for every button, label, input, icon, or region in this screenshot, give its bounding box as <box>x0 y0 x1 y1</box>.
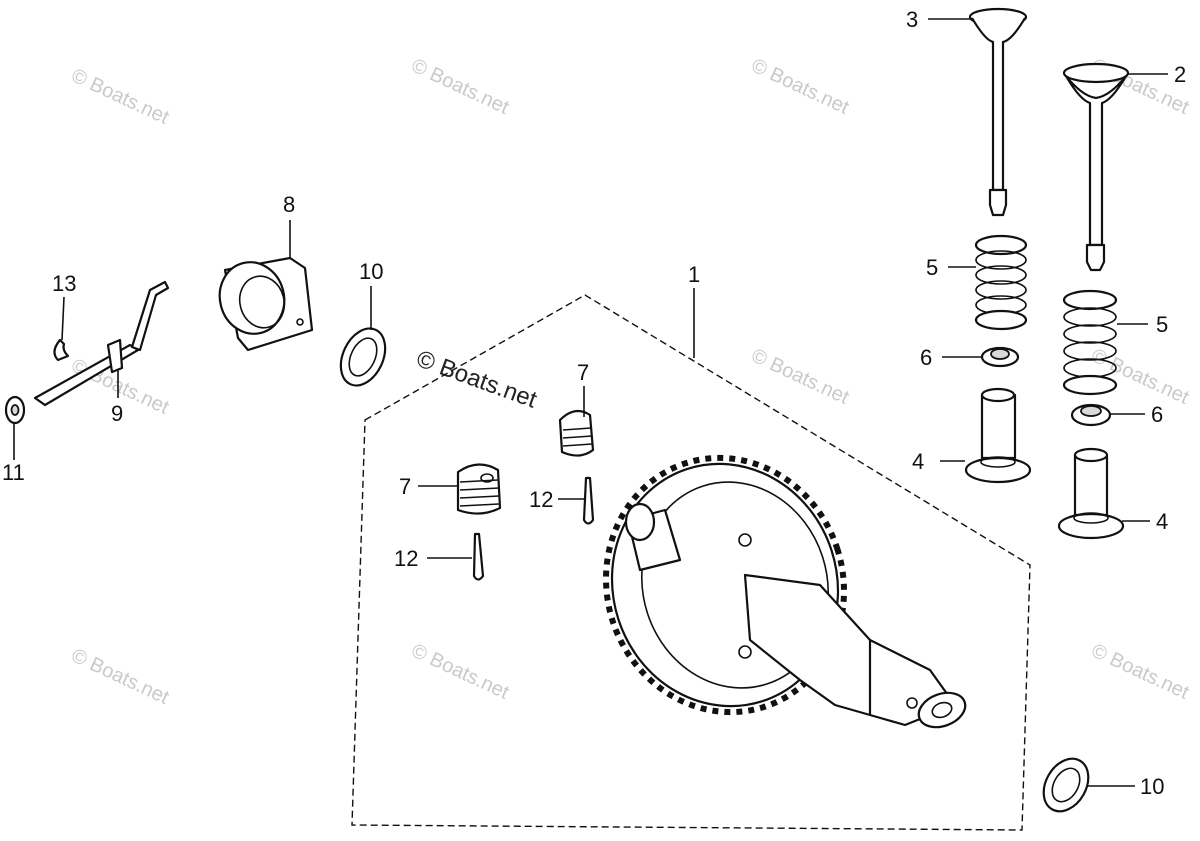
callout-12: 12 <box>394 546 418 571</box>
callout-12: 12 <box>529 487 553 512</box>
pin-part-12a <box>582 476 595 525</box>
callout-3: 3 <box>906 7 918 32</box>
watermark: © Boats.net <box>68 65 173 129</box>
callout-5: 5 <box>1156 312 1168 337</box>
callout-1: 1 <box>688 262 700 287</box>
callout-6: 6 <box>1151 402 1163 427</box>
weight-part-7a <box>558 409 595 457</box>
callout-4: 4 <box>912 449 924 474</box>
callout-11: 11 <box>2 460 25 485</box>
seal-part-10a <box>339 327 387 387</box>
shaft-part-9 <box>33 280 170 407</box>
watermark: © Boats.net <box>748 345 853 409</box>
callout-5: 5 <box>926 255 938 280</box>
watermark: © Boats.net <box>1088 640 1193 704</box>
callout-labels: 1 2 3 4 4 5 5 6 6 7 7 8 9 10 10 11 12 12… <box>2 7 1186 799</box>
retainer-part-6b <box>1070 403 1112 427</box>
valve-spring-part-5a <box>974 234 1028 331</box>
watermark: © Boats.net <box>408 55 513 119</box>
watermark: © Boats.net <box>748 55 853 119</box>
callout-13: 13 <box>52 271 76 296</box>
housing-part-8 <box>218 256 314 352</box>
callout-2: 2 <box>1174 62 1186 87</box>
camshaft-gear-part <box>603 454 967 729</box>
callout-4: 4 <box>1156 509 1168 534</box>
callout-7: 7 <box>577 360 589 385</box>
pin-part-12b <box>472 532 485 581</box>
callout-7: 7 <box>399 474 411 499</box>
valve-spring-part-5b <box>1062 289 1118 396</box>
seal-part-10b <box>1042 757 1090 813</box>
watermark-main: © Boats.net <box>413 345 541 413</box>
leader-lines <box>13 18 1168 787</box>
assembly-boundary <box>351 294 1031 831</box>
valve-part-3 <box>968 7 1028 217</box>
callout-8: 8 <box>283 192 295 217</box>
callout-9: 9 <box>111 401 123 426</box>
valve-part-2 <box>1062 62 1130 272</box>
retainer-part-6a <box>980 346 1020 368</box>
callout-6: 6 <box>920 345 932 370</box>
callout-10: 10 <box>1140 774 1164 799</box>
washer-part-11 <box>4 395 26 425</box>
watermark: © Boats.net <box>408 640 513 704</box>
weight-part-7b <box>456 463 502 515</box>
tappet-part-4a <box>964 387 1032 484</box>
callout-10: 10 <box>359 259 383 284</box>
tappet-part-4b <box>1057 447 1125 540</box>
clip-part-13 <box>53 338 70 362</box>
watermark: © Boats.net <box>68 645 173 709</box>
